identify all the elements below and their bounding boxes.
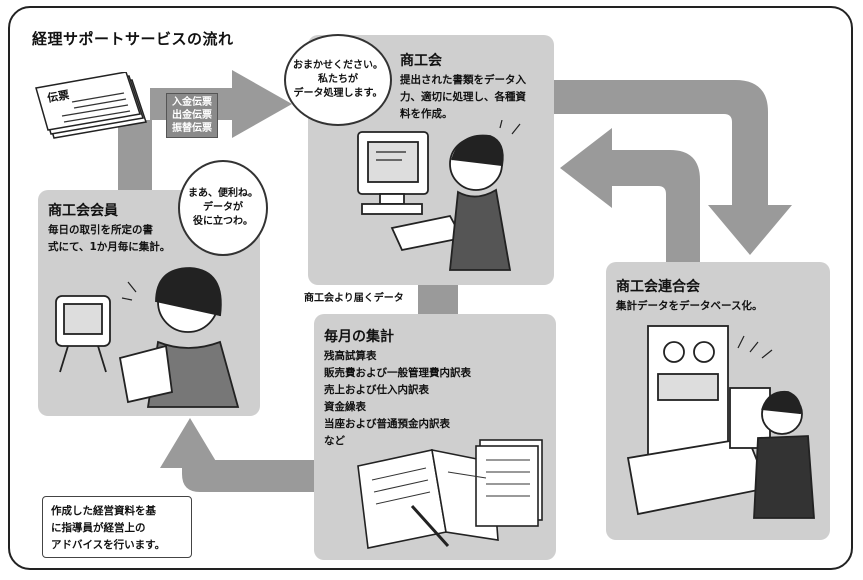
advice-text-line: アドバイスを行います。 — [51, 539, 166, 551]
shokokai-text-line: 料を作成。 — [400, 108, 453, 120]
shokokai-text-line: 提出された書類をデータ入 — [400, 74, 526, 86]
voucher-types-tag: 入金伝票 出金伝票 振替伝票 — [166, 93, 218, 138]
report-item: 売上および仕入内訳表 — [324, 384, 429, 396]
shokokai-text-line: 力、適切に処理し、各種資 — [400, 91, 526, 103]
arrow-federation-to-shokokai — [560, 128, 700, 262]
advice-text-line: 作成した経営資料を基 — [51, 505, 156, 517]
member-description: 毎日の取引を所定の書 式にて、1か月毎に集計。 — [48, 222, 170, 256]
shokokai-title: 商工会 — [400, 53, 442, 69]
member-title: 商工会会員 — [48, 203, 118, 219]
shokokai-speech-bubble: おまかせください。 私たちが データ処理します。 — [284, 34, 392, 126]
member-text-line: 式にて、1か月毎に集計。 — [48, 241, 171, 253]
voucher-paper-label: 伝票 — [46, 87, 70, 105]
connector-label: 商工会より届くデータ — [304, 293, 404, 304]
advice-note: 作成した経営資料を基 に指導員が経営上の アドバイスを行います。 — [42, 496, 192, 558]
member-speech-bubble: まあ、便利ね。 データが 役に立つわ。 — [178, 160, 268, 256]
arrow-member-up-stem — [118, 120, 152, 190]
ledger-books-illustration — [357, 439, 543, 549]
voucher-tag-line: 入金伝票 — [172, 97, 212, 108]
voucher-tag-line: 振替伝票 — [172, 123, 212, 134]
monthly-title: 毎月の集計 — [324, 329, 394, 345]
federation-title: 商工会連合会 — [616, 279, 700, 295]
arrow-vouchers-to-shokokai — [150, 70, 292, 138]
clerk-at-computer-illustration — [357, 120, 521, 271]
report-item: 販売費および一般管理費内訳表 — [324, 367, 471, 379]
page-title: 経理サポートサービスの流れ — [32, 30, 234, 48]
advice-text-line: に指導員が経営上の — [51, 522, 146, 534]
report-item: 残高試算表 — [324, 350, 377, 362]
member-woman-illustration — [55, 267, 240, 408]
shokokai-description: 提出された書類をデータ入 力、適切に処理し、各種資 料を作成。 — [400, 72, 526, 123]
arrow-shokokai-to-federation — [552, 80, 792, 255]
report-item: など — [324, 435, 345, 447]
report-item: 資金繰表 — [324, 401, 366, 413]
mainframe-operator-illustration — [626, 325, 815, 519]
report-item: 当座および普通預金内訳表 — [324, 418, 450, 430]
voucher-stack-illustration: 伝票 — [35, 72, 147, 139]
connector-shokokai-monthly — [418, 284, 458, 316]
member-text-line: 毎日の取引を所定の書 — [48, 224, 153, 236]
voucher-tag-line: 出金伝票 — [172, 110, 212, 121]
monthly-report-list: 残高試算表 販売費および一般管理費内訳表 売上および仕入内訳表 資金繰表 当座お… — [324, 348, 471, 450]
federation-description: 集計データをデータベース化。 — [616, 300, 763, 312]
arrow-monthly-to-member — [160, 418, 315, 492]
